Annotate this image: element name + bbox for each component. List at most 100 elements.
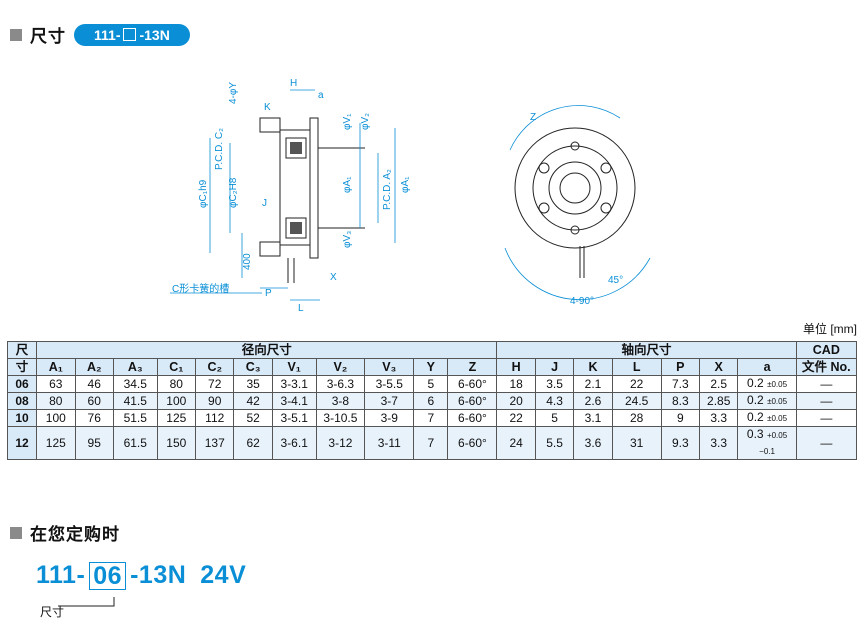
table-cell: 62 — [233, 426, 273, 460]
table-cell: 125 — [156, 409, 197, 427]
column-header: Z — [447, 358, 498, 376]
table-cell: 6-60° — [447, 392, 498, 410]
label-K: K — [264, 102, 271, 113]
table-cell: 35 — [233, 375, 273, 393]
column-header: K — [573, 358, 613, 376]
table-cell: 52 — [233, 409, 273, 427]
table-cell: 51.5 — [112, 409, 158, 427]
table-cell: 22 — [496, 409, 536, 427]
table-cell: 90 — [195, 392, 235, 410]
label-C1: φC₁h9 — [198, 179, 209, 208]
placeholder-box-icon — [123, 28, 137, 41]
a-cell: 0.2 ±0.05 — [737, 392, 797, 410]
label-Z: Z — [530, 112, 536, 123]
a-tolerance: ±0.05 — [767, 414, 788, 423]
label-L: L — [298, 303, 304, 313]
label-X: X — [330, 272, 337, 283]
table-cell: 3-3.1 — [271, 375, 317, 393]
table-cell: 3-6.3 — [315, 375, 366, 393]
section-order-header: 在您定购时 — [10, 520, 120, 545]
table-cell: 61.5 — [112, 426, 158, 460]
table-cell: 24.5 — [611, 392, 662, 410]
label-PCD-C2: P.C.D. C₂ — [214, 128, 225, 170]
table-cell: 5 — [534, 409, 575, 427]
header-axial: 轴向尺寸 — [496, 341, 797, 359]
table-cell: 46 — [74, 375, 114, 393]
label-V2: φV₂ — [360, 113, 371, 130]
a-tolerance: ±0.05 — [767, 380, 788, 389]
label-clip-groove: C形卡簧的槽 — [172, 282, 229, 295]
column-header: V₃ — [364, 358, 415, 376]
header-radial: 径向尺寸 — [36, 341, 498, 359]
cad-cell: — — [795, 426, 858, 460]
label-H: H — [290, 78, 297, 89]
label-A1-outer: φA₁ — [400, 176, 411, 193]
column-header: V₁ — [271, 358, 317, 376]
column-header: A₃ — [112, 358, 158, 376]
a-tolerance: +0.05 −0.1 — [759, 431, 788, 456]
unit-label: 单位 [mm] — [803, 322, 857, 336]
table-cell: 31 — [611, 426, 662, 460]
a-value: 0.3 — [746, 427, 764, 441]
table-cell: 80 — [156, 375, 197, 393]
table-cell: 3-9 — [364, 409, 415, 427]
cad-cell: — — [795, 392, 858, 410]
technical-drawing: H a K 4-φY φV₁ φV₂ P.C.D. C₂ φC₁h9 φC₂H8… — [170, 78, 651, 313]
table-cell: 41.5 — [112, 392, 158, 410]
table-cell: 72 — [195, 375, 235, 393]
table-cell: 150 — [156, 426, 197, 460]
label-J: J — [262, 198, 267, 209]
table-cell: 6-60° — [447, 426, 498, 460]
table-cell: 3-12 — [315, 426, 366, 460]
column-header: a — [737, 358, 797, 376]
size-leader-line — [58, 597, 115, 607]
badge-prefix: 111- — [94, 26, 121, 43]
table-cell: 63 — [36, 375, 76, 393]
column-header: C₂ — [195, 358, 235, 376]
column-header: C₁ — [156, 358, 197, 376]
table-cell: 9.3 — [660, 426, 701, 460]
column-header: X — [698, 358, 739, 376]
code-suffix: -13N — [130, 561, 187, 589]
label-Y: 4-φY — [228, 82, 239, 104]
column-header: Y — [413, 358, 449, 376]
table-cell: 2.1 — [573, 375, 613, 393]
a-cell: 0.2 ±0.05 — [737, 409, 797, 427]
label-V3: φV₃ — [342, 231, 353, 248]
table-cell: 60 — [74, 392, 114, 410]
table-cell: 3-8 — [315, 392, 366, 410]
table-cell: 9 — [660, 409, 701, 427]
section-title: 在您定购时 — [30, 525, 120, 544]
order-code: 111- 06 -13N 24V — [36, 561, 246, 590]
table-cell: 28 — [611, 409, 662, 427]
column-header: L — [611, 358, 662, 376]
a-value: 0.2 — [747, 393, 764, 407]
table-cell: 18 — [496, 375, 536, 393]
table-cell: 3.3 — [698, 426, 739, 460]
table-cell: 5 — [413, 375, 449, 393]
label-PCD-A2: P.C.D. A₂ — [382, 169, 393, 210]
column-header: A₁ — [36, 358, 76, 376]
table-cell: 6 — [413, 392, 449, 410]
header-size-bottom: 寸 — [6, 358, 38, 376]
model-badge: 111- -13N — [74, 23, 190, 46]
table-cell: 80 — [36, 392, 76, 410]
column-header: J — [534, 358, 575, 376]
header-cad-top: CAD — [795, 341, 858, 359]
code-prefix: 111- — [36, 561, 86, 589]
a-value: 0.2 — [747, 376, 764, 390]
label-a: a — [318, 90, 324, 101]
column-header: V₂ — [315, 358, 366, 376]
table-cell: 76 — [74, 409, 114, 427]
table-cell: 95 — [74, 426, 114, 460]
a-cell: 0.2 ±0.05 — [737, 375, 797, 393]
section-dimensions-header: 尺寸 111- -13N — [10, 22, 190, 47]
table-cell: 8.3 — [660, 392, 701, 410]
column-header: C₃ — [233, 358, 273, 376]
table-cell: 3-7 — [364, 392, 415, 410]
table-cell: 34.5 — [112, 375, 158, 393]
